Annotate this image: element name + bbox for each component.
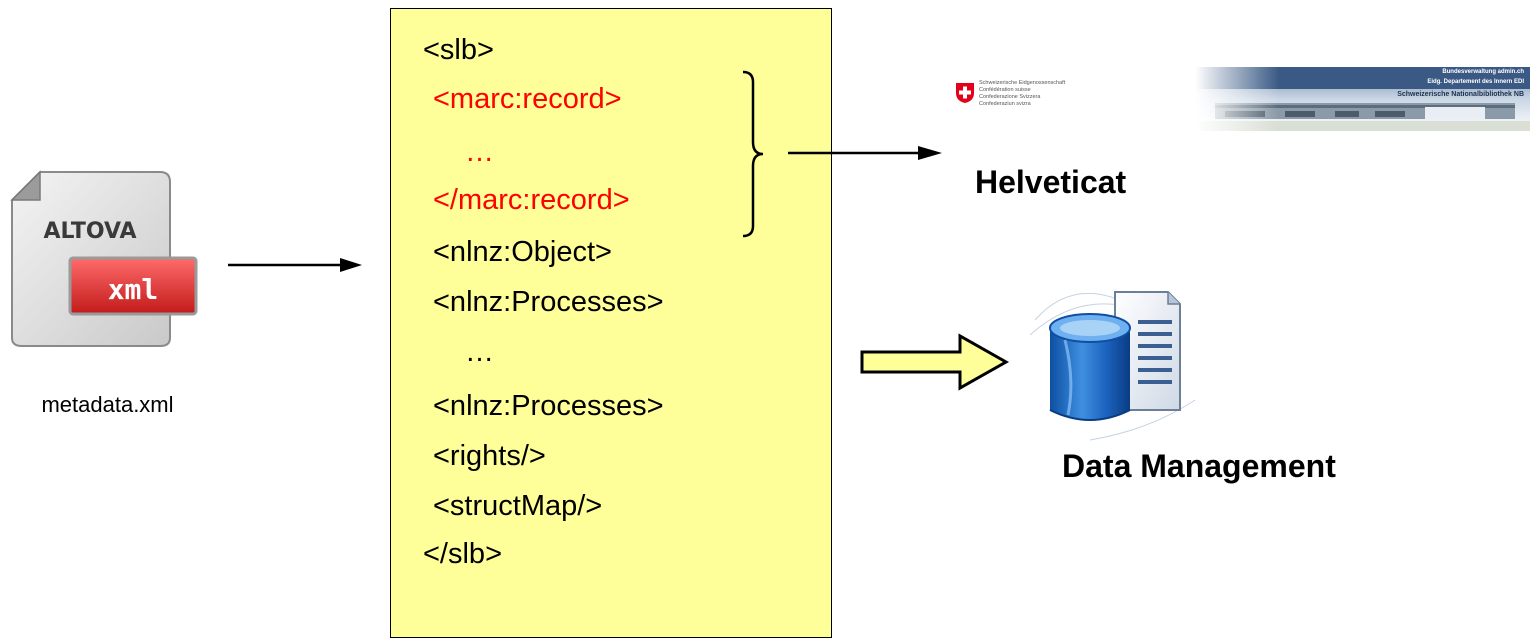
swiss-confederation-logo: Schweizerische Eidgenossenschaft Confédé… [955,80,1105,124]
xml-line-nlnz-processes-open: <nlnz:Processes> [433,286,664,318]
national-library-banner: Bundesverwaltung admin.ch Eidg. Departem… [1195,67,1530,131]
swiss-text-de: Schweizerische Eidgenossenschaft [979,80,1066,86]
data-management-label: Data Management [1062,448,1336,484]
xml-line-slb-close: </slb> [423,538,502,570]
banner-text-department: Eidg. Departement des Innern EDI [1427,79,1524,85]
xml-line-slb-open: <slb> [423,34,494,66]
xml-line-marc-close: </marc:record> [433,184,630,216]
library-building-image [1195,67,1530,131]
xml-line-nlnz-processes-close: <nlnz:Processes> [433,390,664,422]
xml-line-structmap: <structMap/> [433,490,603,522]
swiss-text-rm: Confederaziun svizra [979,101,1031,107]
swiss-shield-icon [956,83,974,103]
arrow-marc-to-helveticat [788,146,942,160]
xml-line-marc-open: <marc:record> [433,83,622,115]
xml-line-marc-ellipsis: … [465,136,494,168]
arrow-file-to-xml [228,258,362,272]
xml-structure-box: <slb> <marc:record> … </marc:record> <nl… [390,8,832,638]
banner-text-library: Schweizerische Nationalbibliothek NB [1397,91,1524,98]
file-caption: metadata.xml [41,392,174,417]
right-curly-brace [742,70,764,238]
arrow-to-data-management [860,333,1010,391]
xml-line-nlnz-object: <nlnz:Object> [433,236,612,268]
helveticat-label: Helveticat [975,164,1127,200]
banner-text-admin: Bundesverwaltung admin.ch [1442,69,1524,75]
swiss-text-fr: Confédération suisse [979,87,1031,93]
xml-file-icon: ALTOVA xml [10,170,198,347]
xml-line-processes-ellipsis: … [465,336,494,368]
swiss-text-it: Confederazione Svizzera [979,94,1041,100]
database-document-icon [1030,291,1196,441]
altova-brand-text: ALTOVA [43,219,136,244]
xml-line-rights: <rights/> [433,440,546,472]
xml-badge-text: xml [108,273,159,306]
